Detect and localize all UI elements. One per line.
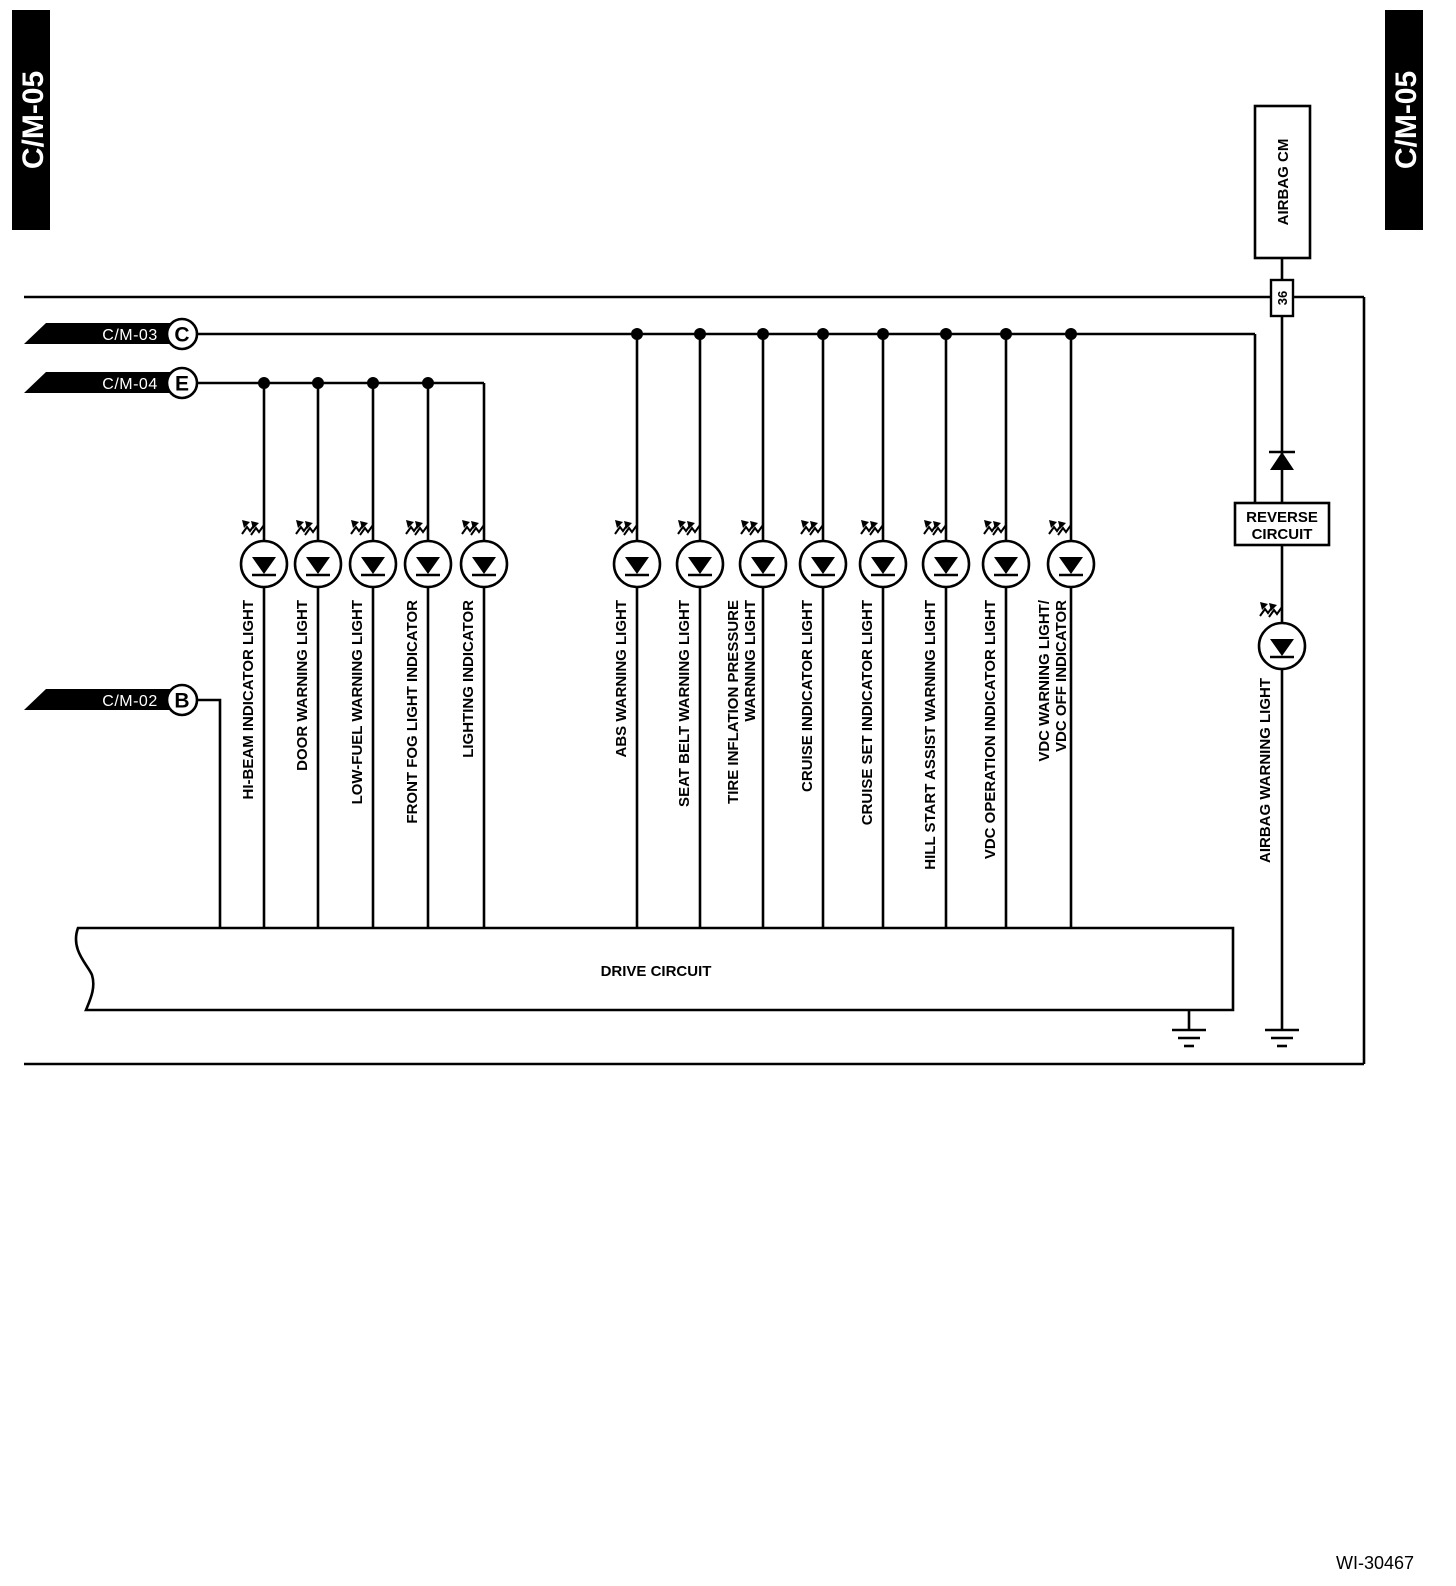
drive-circuit-block: DRIVE CIRCUIT [74,926,1235,1012]
page-tab-right-label: C/M-05 [1390,71,1423,169]
connector-cm02: C/M-02 B [24,683,199,717]
reverse-circuit-box: REVERSE CIRCUIT [1233,501,1331,547]
label-lighting: LIGHTING INDICATOR [460,600,477,758]
pin-36-label: 36 [1275,291,1290,305]
connector-cm04: C/M-04 E [24,366,199,400]
label-tire-line1: TIRE INFLATION PRESSURE [725,600,742,804]
page-tab-right: C/M-05 [1385,10,1423,230]
junction-dots-left [258,377,434,389]
connector-cm03-code: C/M-03 [102,327,157,344]
label-front-fog: FRONT FOG LIGHT INDICATOR [404,600,421,824]
airbag-cm-box: AIRBAG CM [1253,104,1312,260]
connector-cm04-letter: E [175,373,189,396]
drive-circuit-ground [1170,1010,1208,1048]
label-hi-beam: HI-BEAM INDICATOR LIGHT [240,600,257,799]
label-vdc-line2: VDC OFF INDICATOR [1053,600,1070,752]
label-vdc-line1: VDC WARNING LIGHT/ [1036,599,1053,761]
connector-cm02-code: C/M-02 [102,693,157,710]
lamp-branch-wires-right [635,334,1073,928]
page-tab-left-label: C/M-05 [17,71,50,169]
lamp-branch-wires-left [262,383,486,928]
airbag-ground-icon [1263,1014,1301,1048]
label-cruise: CRUISE INDICATOR LIGHT [799,600,816,792]
label-abs: ABS WARNING LIGHT [613,600,630,758]
ground-icon [1170,1014,1208,1048]
label-cruise-set: CRUISE SET INDICATOR LIGHT [859,600,876,825]
label-vdc-operation: VDC OPERATION INDICATOR LIGHT [982,600,999,859]
label-tire-line2: WARNING LIGHT [742,600,759,722]
combination-meter-frame [24,295,1366,1066]
label-low-fuel: LOW-FUEL WARNING LIGHT [349,600,366,804]
connector-cm04-code: C/M-04 [102,376,157,393]
label-seat-belt: SEAT BELT WARNING LIGHT [676,600,693,807]
wire-b [197,698,222,928]
reverse-circuit-line1: REVERSE [1246,509,1318,526]
reverse-circuit-line2: CIRCUIT [1252,526,1313,543]
junction-dots-right [631,328,1077,340]
wire-bus-c [197,332,1257,522]
connector-cm03-letter: C [174,324,189,347]
connector-cm03: C/M-03 C [24,317,199,351]
label-hill-start: HILL START ASSIST WARNING LIGHT [922,600,939,870]
lamp-labels: HI-BEAM INDICATOR LIGHT DOOR WARNING LIG… [240,599,1274,870]
connector-cm02-letter: B [174,690,189,713]
airbag-cm-label: AIRBAG CM [1275,139,1292,226]
label-airbag: AIRBAG WARNING LIGHT [1257,678,1274,863]
label-door: DOOR WARNING LIGHT [294,600,311,771]
pin-36: 36 [1269,278,1295,318]
figure-code: WI-30467 [1336,1553,1414,1573]
page-tab-left: C/M-05 [12,10,50,230]
diode-icon [1269,450,1295,470]
drive-circuit-label: DRIVE CIRCUIT [601,963,712,980]
